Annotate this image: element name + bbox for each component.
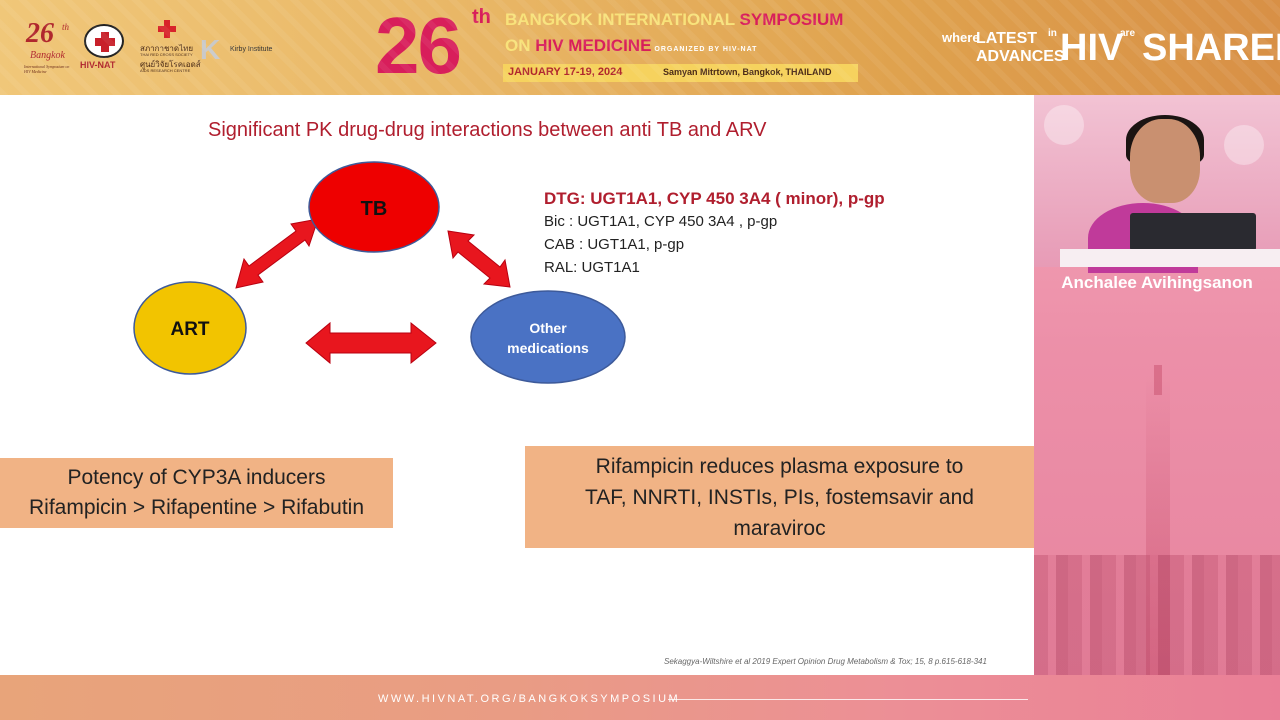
date-venue-bar: JANUARY 17-19, 2024 Samyan Mitrtown, Ban… xyxy=(503,64,858,82)
kirby-logo-text: Kirby Institute xyxy=(230,46,272,53)
tagline-are: are xyxy=(1120,28,1135,39)
bic-interaction: Bic : UGT1A1, CYP 450 3A4 , p-gp xyxy=(544,210,885,233)
box-left-line2: Rifampicin > Rifapentine > Rifabutin xyxy=(0,493,393,523)
stage-light xyxy=(1224,125,1264,165)
symposium-title-line1-b: SYMPOSIUM xyxy=(740,10,844,29)
conference-footer: WWW.HIVNAT.ORG/BANGKOKSYMPOSIUM xyxy=(0,675,1280,720)
dtg-interaction: DTG: UGT1A1, CYP 450 3A4 ( minor), p-gp xyxy=(544,187,885,210)
tagline-shared: SHARED xyxy=(1142,28,1280,68)
box-right-line1: Rifampicin reduces plasma exposure to xyxy=(525,451,1034,482)
slide-citation: Sekaggya-Wiltshire et al 2019 Expert Opi… xyxy=(664,657,987,666)
presentation-slide: Significant PK drug-drug interactions be… xyxy=(0,95,1034,675)
podium xyxy=(1060,249,1280,267)
arrow-art-tb xyxy=(236,219,318,288)
kirby-institute-logo: K Kirby Institute xyxy=(200,36,280,66)
speaker-name: Anchalee Avihingsanon xyxy=(1034,273,1280,293)
speaker-video xyxy=(1034,95,1280,267)
arrow-tb-other xyxy=(448,231,510,287)
hivnat-logo-text: HIV-NAT xyxy=(80,60,115,70)
hivnat-logo: HIV-NAT xyxy=(80,24,128,70)
other-node-label-line1: Other xyxy=(529,320,567,336)
cyp3a-potency-box: Potency of CYP3A inducers Rifampicin > R… xyxy=(0,458,393,528)
tagline-advances: ADVANCES xyxy=(976,48,1065,66)
redcross-line4: AIDS RESEARCH CENTRE xyxy=(140,68,190,73)
tagline-in: in xyxy=(1048,28,1057,39)
redcross-line2: THAI RED CROSS SOCIETY xyxy=(140,52,193,57)
laptop-icon xyxy=(1130,213,1256,251)
tagline-where: where xyxy=(942,30,980,45)
event-venue: Samyan Mitrtown, Bangkok, THAILAND xyxy=(663,67,832,77)
symposium-26th-logo: 26 th Bangkok International Symposium on… xyxy=(14,18,74,78)
logo-26-city: Bangkok xyxy=(30,50,65,61)
cityscape-background xyxy=(1034,555,1280,675)
organizer-text: ORGANIZED BY HIV-NAT xyxy=(654,46,757,53)
symposium-title-line1-a: BANGKOK INTERNATIONAL xyxy=(505,10,740,29)
kirby-k-icon: K xyxy=(200,36,220,64)
tb-node-label: TB xyxy=(361,198,388,220)
drug-interaction-list: DTG: UGT1A1, CYP 450 3A4 ( minor), p-gp … xyxy=(544,187,885,279)
edition-suffix: th xyxy=(472,6,491,29)
thai-red-cross-logo: สภากาชาดไทย THAI RED CROSS SOCIETY ศูนย์… xyxy=(140,20,195,76)
speaker-head xyxy=(1130,119,1200,203)
rifampicin-effect-box: Rifampicin reduces plasma exposure to TA… xyxy=(525,446,1034,548)
ral-interaction: RAL: UGT1A1 xyxy=(544,256,885,279)
box-right-line3: maraviroc xyxy=(525,513,1034,544)
edition-number: 26 xyxy=(375,6,460,86)
redcross-line1: สภากาชาดไทย xyxy=(140,42,193,55)
logo-26-subtitle: International Symposium on HIV Medicine xyxy=(24,64,76,74)
logo-26-suffix: th xyxy=(62,22,69,32)
conference-banner: 26 th Bangkok International Symposium on… xyxy=(0,0,1280,95)
cab-interaction: CAB : UGT1A1, p-gp xyxy=(544,233,885,256)
box-right-line2: TAF, NNRTI, INSTIs, PIs, fostemsavir and xyxy=(525,482,1034,513)
footer-divider xyxy=(668,699,1028,700)
other-medications-node xyxy=(471,291,625,383)
arrow-art-other xyxy=(306,323,436,363)
tagline-latest: LATEST xyxy=(976,30,1037,48)
symposium-title-line2-b: HIV MEDICINE xyxy=(535,36,651,55)
other-node-label-line2: medications xyxy=(507,340,589,356)
logo-26-number: 26 xyxy=(26,18,54,50)
event-dates: JANUARY 17-19, 2024 xyxy=(508,66,622,78)
redcross-line3: ศูนย์วิจัยโรคเอดส์ xyxy=(140,58,201,71)
stage-light xyxy=(1044,105,1084,145)
art-node-label: ART xyxy=(170,319,209,340)
symposium-title-line2-a: ON xyxy=(505,36,535,55)
hivnat-cross-icon xyxy=(84,24,124,58)
box-left-line1: Potency of CYP3A inducers xyxy=(0,463,393,493)
tagline-hiv: HIV xyxy=(1060,28,1123,68)
speaker-panel: Anchalee Avihingsanon xyxy=(1034,95,1280,675)
symposium-title-line1: BANGKOK INTERNATIONAL SYMPOSIUM xyxy=(505,10,843,30)
footer-url[interactable]: WWW.HIVNAT.ORG/BANGKOKSYMPOSIUM xyxy=(378,693,680,705)
red-cross-icon xyxy=(158,20,176,38)
